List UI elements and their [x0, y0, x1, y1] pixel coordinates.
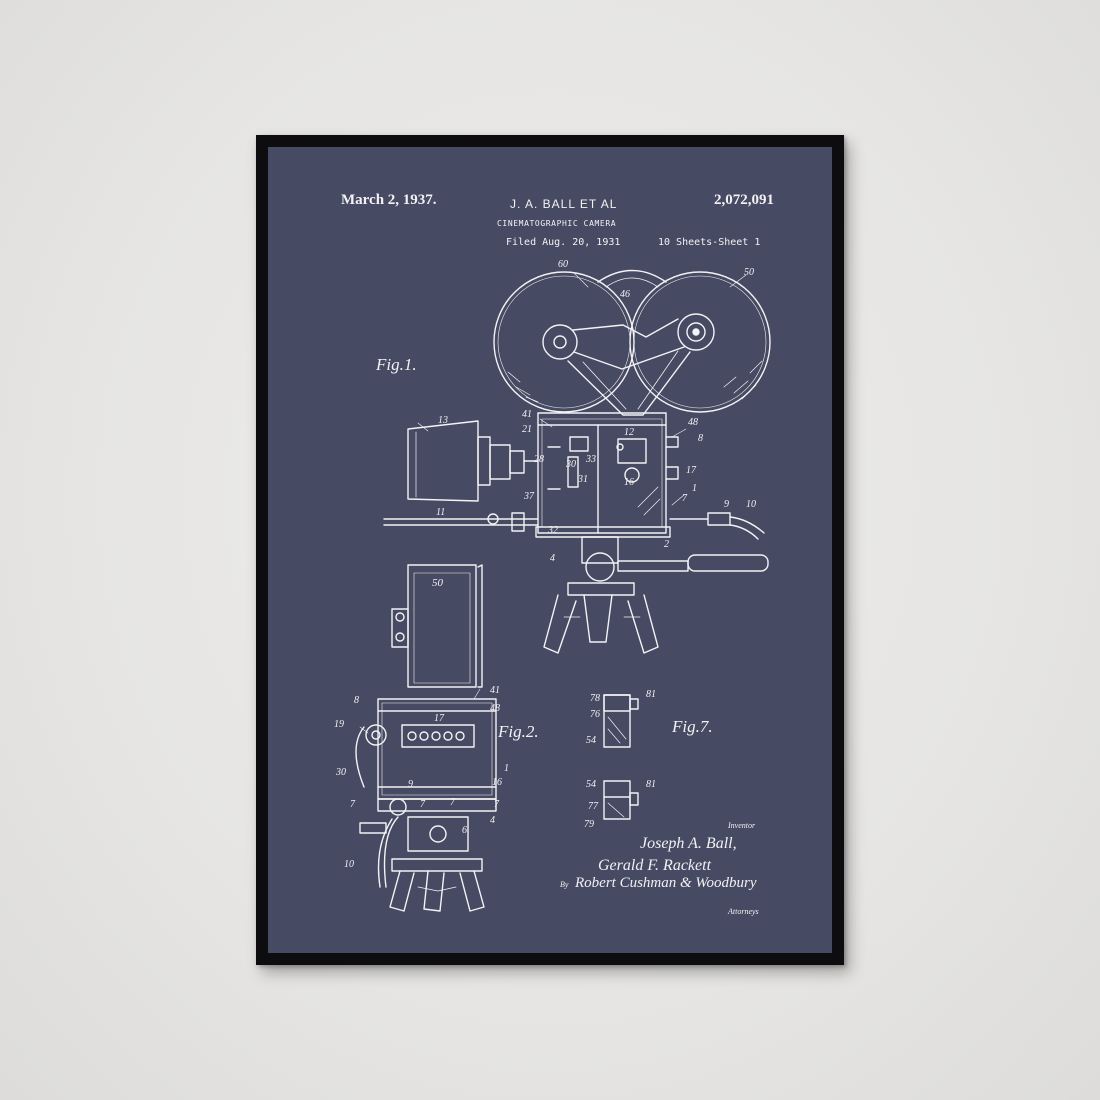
numeral-30: 30: [566, 459, 576, 470]
numeral-16: 16: [624, 477, 634, 488]
patent-poster: March 2, 1937. J. A. BALL ET AL 2,072,09…: [268, 147, 832, 953]
numeral-41-fig2: 41: [490, 685, 500, 696]
reference-numerals: 60 46 50 41 21 48 8 13 12 28 30 33 31 16…: [268, 147, 832, 953]
attorneys-signature: Robert Cushman & Woodbury: [575, 875, 757, 891]
numeral-8-fig2: 8: [354, 695, 359, 706]
fig1-lens-assembly: [384, 421, 764, 539]
numeral-8: 8: [698, 433, 703, 444]
numeral-37: 37: [524, 491, 534, 502]
numeral-6: 6: [462, 825, 467, 836]
numeral-54b: 54: [586, 779, 596, 790]
patent-date: March 2, 1937.: [341, 192, 437, 208]
numeral-32: 32: [548, 525, 558, 536]
numeral-78: 78: [590, 693, 600, 704]
numeral-10-fig2: 10: [344, 859, 354, 870]
numeral-76: 76: [590, 709, 600, 720]
numeral-10: 10: [746, 499, 756, 510]
numeral-41: 41: [522, 409, 532, 420]
fig7-section-detail: [604, 695, 638, 819]
patent-sheets: 10 Sheets-Sheet 1: [658, 237, 761, 248]
numeral-7-fig2d: 7: [494, 799, 499, 810]
numeral-17: 17: [686, 465, 696, 476]
inventor-signature-2: Gerald F. Rackett: [598, 857, 712, 874]
numeral-11: 11: [436, 507, 446, 518]
numeral-7-fig2c: 7: [450, 797, 455, 808]
numeral-81a: 81: [646, 689, 656, 700]
figure-2-label: Fig.2.: [498, 722, 539, 741]
numeral-30-fig2: 30: [336, 767, 346, 778]
numeral-7-fig2a: 7: [350, 799, 355, 810]
numeral-79: 79: [584, 819, 594, 830]
numeral-19: 19: [334, 719, 344, 730]
patent-drawing: [268, 147, 832, 953]
numeral-9: 9: [724, 499, 729, 510]
patent-number: 2,072,091: [714, 192, 774, 208]
by-label: By: [560, 880, 569, 889]
numeral-7-fig2b: 7: [420, 799, 425, 810]
numeral-12: 12: [624, 427, 634, 438]
inventor-label: Inventor: [728, 821, 756, 830]
numeral-31: 31: [578, 474, 588, 485]
numeral-16-fig2: 16: [492, 777, 502, 788]
patent-inventor-header: J. A. BALL ET AL: [510, 197, 618, 211]
numeral-17-fig2: 17: [434, 713, 444, 724]
numeral-60: 60: [558, 259, 568, 270]
numeral-13: 13: [438, 415, 448, 426]
numeral-48: 48: [688, 417, 698, 428]
numeral-4-fig2: 4: [490, 815, 495, 826]
numeral-7: 7: [682, 493, 687, 504]
leader-lines: [360, 273, 746, 733]
numeral-1: 1: [692, 483, 697, 494]
patent-title: CINEMATOGRAPHIC CAMERA: [497, 219, 617, 228]
numeral-1-fig2: 1: [504, 763, 509, 774]
inventor-signature-1: Joseph A. Ball,: [640, 835, 737, 852]
numeral-4: 4: [550, 553, 555, 564]
numeral-81b: 81: [646, 779, 656, 790]
numeral-33: 33: [586, 454, 596, 465]
numeral-50-fig2: 50: [432, 577, 443, 589]
fig1-film-magazine: [494, 271, 770, 416]
figure-7-label: Fig.7.: [672, 717, 713, 736]
patent-filed-date: Filed Aug. 20, 1931: [506, 237, 621, 248]
numeral-77: 77: [588, 801, 598, 812]
numeral-50: 50: [744, 267, 754, 278]
numeral-21: 21: [522, 424, 532, 435]
numeral-28: 28: [534, 454, 544, 465]
fig2-camera-side: [356, 565, 496, 911]
numeral-48-fig2: 48: [490, 703, 500, 714]
picture-frame: March 2, 1937. J. A. BALL ET AL 2,072,09…: [256, 135, 844, 965]
numeral-54a: 54: [586, 735, 596, 746]
attorneys-label: Attorneys: [728, 907, 759, 916]
numeral-9-fig2: 9: [408, 779, 413, 790]
figure-1-label: Fig.1.: [376, 355, 417, 374]
numeral-46: 46: [620, 289, 630, 300]
fig1-tripod-head: [544, 537, 768, 653]
numeral-2: 2: [664, 539, 669, 550]
